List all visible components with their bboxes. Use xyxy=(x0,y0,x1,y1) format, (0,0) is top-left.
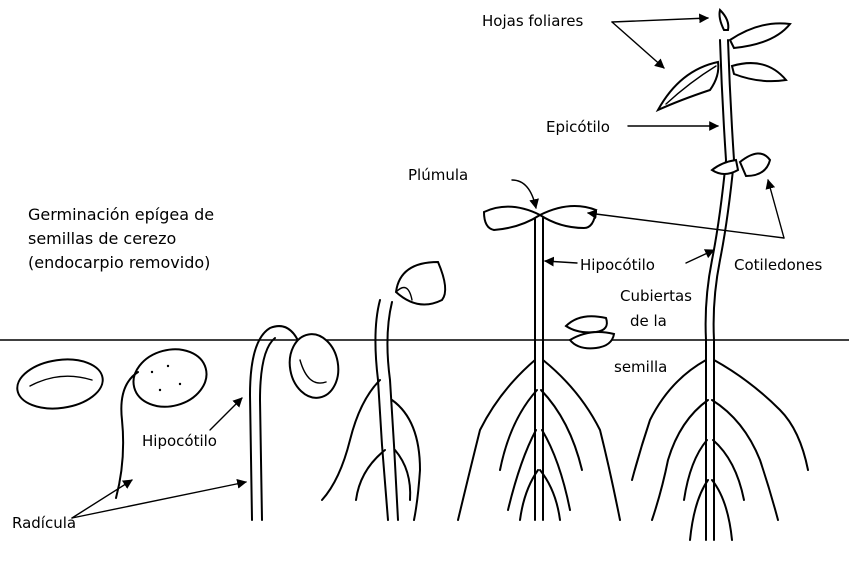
label-de-la: de la xyxy=(630,312,667,330)
caption-line-3: (endocarpio removido) xyxy=(28,253,210,272)
stage-6-plant xyxy=(632,10,808,540)
label-semilla: semilla xyxy=(614,358,667,376)
stage-4-emergence xyxy=(322,262,445,520)
seed-coats xyxy=(566,316,614,348)
label-hojas-foliares: Hojas foliares xyxy=(482,12,583,30)
stage-1-seed xyxy=(14,354,106,414)
label-hipocotilo-left: Hipocótilo xyxy=(142,432,217,450)
label-plumula: Plúmula xyxy=(408,166,468,184)
stage-5-seedling xyxy=(458,206,620,520)
label-cotiledones: Cotiledones xyxy=(734,256,823,274)
caption-line-1: Germinación epígea de xyxy=(28,205,214,224)
label-cubiertas: Cubiertas xyxy=(620,287,692,305)
caption-line-2: semillas de cerezo xyxy=(28,229,176,248)
label-radicula: Radícula xyxy=(12,514,76,532)
stage-2-radicle xyxy=(116,341,213,498)
label-hipocotilo-right: Hipocótilo xyxy=(580,256,655,274)
label-epicotilo: Epicótilo xyxy=(546,118,610,136)
